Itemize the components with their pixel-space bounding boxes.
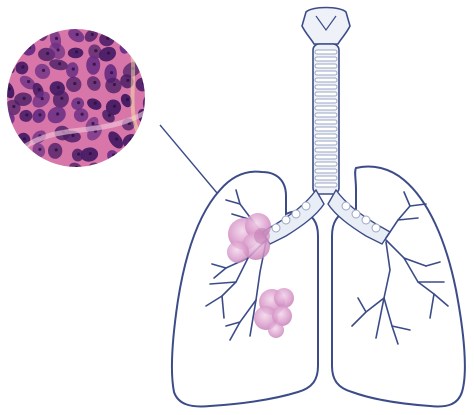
cell-nucleus bbox=[2, 28, 16, 43]
histology-cells bbox=[0, 20, 160, 185]
cell-nucleus bbox=[135, 163, 150, 179]
trachea-ring bbox=[315, 162, 337, 166]
trachea-ring bbox=[315, 120, 337, 124]
trachea-ring bbox=[315, 148, 337, 152]
cell-nucleus bbox=[1, 41, 17, 62]
trachea-ring bbox=[315, 183, 337, 187]
trachea-ring bbox=[315, 64, 337, 68]
trachea-ring bbox=[315, 113, 337, 117]
histology-magnified-view bbox=[0, 20, 160, 185]
trachea-ring bbox=[315, 134, 337, 138]
trachea-ring bbox=[315, 127, 337, 131]
right-lung-outline bbox=[332, 167, 465, 407]
cell-nucleus bbox=[12, 159, 34, 180]
larynx bbox=[302, 8, 350, 45]
trachea-ring bbox=[315, 155, 337, 159]
trachea-ring bbox=[315, 92, 337, 96]
cell-nucleus bbox=[131, 26, 150, 42]
trachea-ring bbox=[315, 57, 337, 61]
cell-nucleus bbox=[0, 149, 12, 160]
trachea-ring bbox=[315, 71, 337, 75]
trachea-ring bbox=[315, 78, 337, 82]
cell-nucleus bbox=[137, 129, 155, 146]
trachea-ring bbox=[315, 99, 337, 103]
trachea-ring bbox=[315, 85, 337, 89]
trachea-ring bbox=[315, 106, 337, 110]
trachea bbox=[302, 8, 350, 195]
cell-nucleus bbox=[55, 168, 70, 183]
trachea-ring bbox=[315, 169, 337, 173]
trachea-ring bbox=[315, 141, 337, 145]
cell-nucleus bbox=[4, 157, 23, 175]
trachea-ring bbox=[315, 176, 337, 180]
cell-nucleus bbox=[135, 45, 147, 58]
cell-nucleus bbox=[98, 164, 115, 180]
trachea-ring bbox=[315, 50, 337, 54]
cell-nucleus bbox=[122, 160, 142, 179]
cell-nucleus bbox=[133, 147, 152, 166]
left-lung-outline bbox=[172, 172, 318, 407]
